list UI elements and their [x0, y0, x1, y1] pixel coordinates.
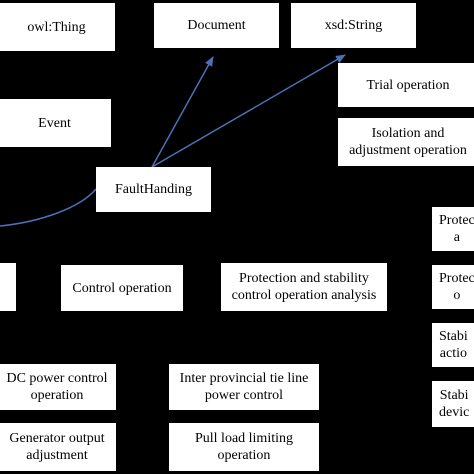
node-protection-2-label: Protec o: [439, 271, 474, 303]
node-stability-1-label: Stabi actio: [439, 329, 468, 361]
node-inter-provincial: Inter provincial tie line power control: [169, 364, 319, 410]
node-owl-thing-label: owl:Thing: [27, 19, 86, 35]
node-protection-stability-label: Protection and stability control operati…: [231, 271, 377, 303]
node-control-operation-label: Control operation: [72, 280, 172, 296]
node-protection-stability: Protection and stability control operati…: [221, 263, 387, 311]
node-dc-power-label: DC power control operation: [6, 371, 108, 403]
node-protection-2: Protec o: [432, 265, 474, 309]
node-stability-2: Stabi devic: [432, 381, 474, 427]
node-isolation-adjustment-label: Isolation and adjustment operation: [349, 126, 467, 158]
node-protection-1-label: Protec a: [439, 213, 474, 245]
node-generator-output: Generator output adjustment: [0, 423, 116, 471]
node-pull-load-label: Pull load limiting operation: [194, 431, 293, 463]
node-trial-operation: Trial operation: [338, 63, 474, 107]
edge-to-xsd-string: [151, 54, 346, 168]
edge-to-document: [151, 56, 214, 168]
node-event-label: Event: [38, 115, 71, 131]
node-fault-handing-label: FaultHanding: [115, 182, 192, 197]
node-pull-load: Pull load limiting operation: [169, 423, 319, 471]
node-fault-handing: FaultHanding: [96, 167, 211, 212]
edge-from-left: [0, 188, 97, 227]
node-generator-output-label: Generator output adjustment: [9, 431, 105, 463]
node-document: Document: [154, 3, 279, 48]
node-xsd-string: xsd:String: [291, 3, 416, 48]
node-control-operation: Control operation: [61, 265, 183, 311]
node-isolation-adjustment: Isolation and adjustment operation: [338, 118, 474, 166]
node-inter-provincial-label: Inter provincial tie line power control: [179, 371, 309, 403]
node-stability-1: Stabi actio: [432, 323, 474, 367]
node-protection-1: Protec a: [432, 207, 474, 251]
node-owl-thing: owl:Thing: [0, 3, 115, 51]
node-xsd-string-label: xsd:String: [324, 18, 383, 33]
node-trial-operation-label: Trial operation: [366, 77, 450, 93]
node-document-label: Document: [187, 18, 246, 33]
node-left-clipped: [0, 263, 16, 311]
node-stability-2-label: Stabi devic: [439, 388, 470, 420]
node-event: Event: [0, 99, 111, 147]
node-dc-power: DC power control operation: [0, 364, 116, 410]
